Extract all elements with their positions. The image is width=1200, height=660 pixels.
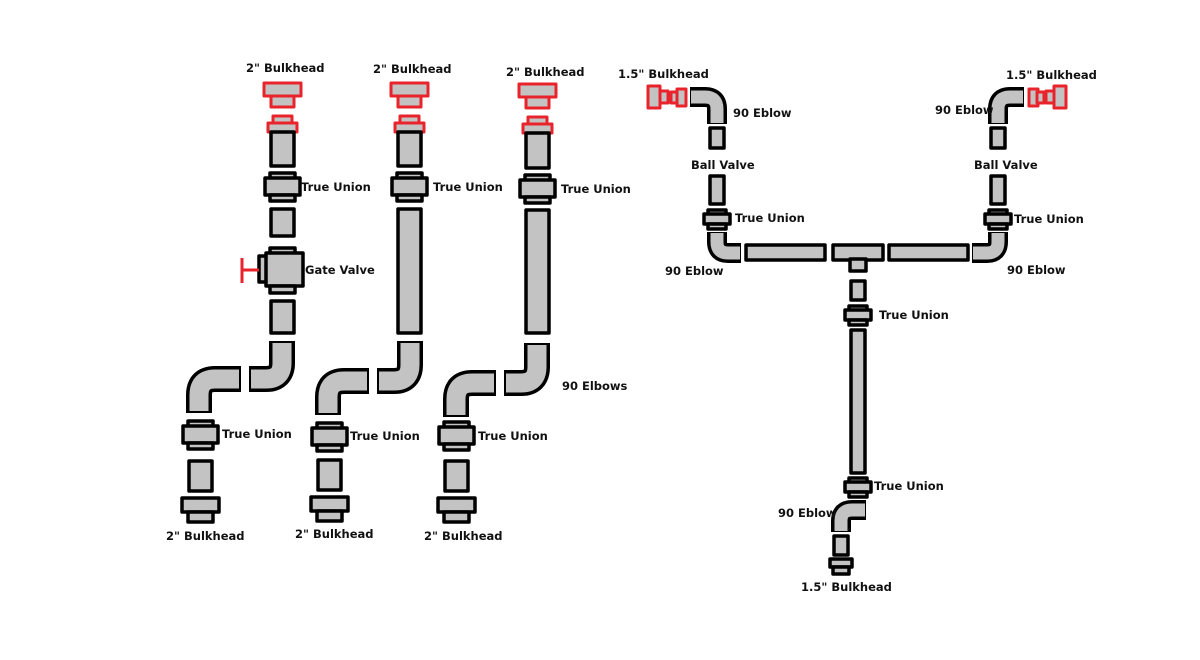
right-bulkhead-15 — [1027, 84, 1068, 110]
true-union-right — [983, 208, 1013, 231]
label-bottom-bulkhead-2: 2" Bulkhead — [295, 527, 374, 541]
top-bulkhead-3 — [517, 82, 558, 135]
label-ball-valve-left: Ball Valve — [691, 158, 755, 172]
label-top-bulkhead-2: 2" Bulkhead — [373, 62, 452, 76]
label-ball-valve-right: Ball Valve — [974, 158, 1038, 172]
pipe-segment — [269, 299, 296, 335]
label-bottom-bulkhead-1: 2" Bulkhead — [166, 529, 245, 543]
true-union-3b — [437, 420, 476, 452]
valve-handle-icon — [240, 258, 259, 283]
label-true-union-left: True Union — [735, 211, 805, 225]
label-true-union-2b: True Union — [350, 429, 420, 443]
bottom-bulkhead-2 — [309, 495, 350, 523]
pipe-segment — [849, 279, 867, 302]
true-union-3a — [518, 173, 557, 205]
label-bottom-bulkhead-3: 2" Bulkhead — [424, 529, 503, 543]
pipe-segment — [269, 130, 296, 168]
line-1-with-gate-valve — [180, 81, 305, 524]
bottom-bulkhead-15 — [828, 557, 854, 576]
pipe-segment — [849, 328, 867, 475]
elbow-pair-2 — [315, 341, 423, 415]
pipe-segment — [887, 243, 970, 262]
label-90-elbows: 90 Elbows — [562, 379, 628, 393]
label-true-union-1a: True Union — [301, 180, 371, 194]
label-eblow-bottom-left: 90 Eblow — [665, 264, 724, 278]
pipe-segment — [187, 459, 214, 493]
bottom-bulkhead-3 — [436, 496, 477, 524]
label-true-union-3a: True Union — [561, 182, 631, 196]
left-bulkhead-15 — [646, 84, 688, 110]
label-gate-valve: Gate Valve — [305, 263, 375, 277]
pipe-segment — [744, 243, 827, 262]
pipe-segment — [396, 207, 423, 335]
true-union-center-b — [843, 476, 873, 499]
label-true-union-center-a: True Union — [879, 308, 949, 322]
label-right-bulkhead-15: 1.5" Bulkhead — [1006, 68, 1097, 82]
line-3 — [436, 82, 558, 524]
pipe-segment — [269, 207, 296, 238]
label-true-union-3b: True Union — [478, 429, 548, 443]
true-union-2a — [390, 171, 429, 203]
label-true-union-2a: True Union — [433, 180, 503, 194]
top-bulkhead-1 — [262, 81, 303, 134]
pipe-segment — [396, 130, 423, 168]
elbow-pair-3 — [443, 343, 550, 417]
bottom-bulkhead-1 — [180, 496, 221, 524]
label-true-union-right: True Union — [1014, 212, 1084, 226]
pipe-segment — [708, 126, 726, 150]
pipe-segment — [989, 174, 1007, 206]
pipe-segment — [524, 131, 551, 170]
label-left-bulkhead-15: 1.5" Bulkhead — [618, 67, 709, 81]
label-true-union-1b: True Union — [222, 427, 292, 441]
label-eblow-top-right: 90 Eblow — [935, 103, 994, 117]
tee-fitting — [831, 243, 885, 273]
label-true-union-center-b: True Union — [874, 479, 944, 493]
labels: 2" Bulkhead 2" Bulkhead 2" Bulkhead True… — [166, 61, 1097, 594]
gate-valve — [257, 246, 305, 295]
pipe-segment — [708, 174, 726, 206]
true-union-left — [702, 208, 732, 231]
true-union-2b — [310, 421, 349, 453]
pipe-segment — [989, 126, 1007, 150]
label-top-bulkhead-3: 2" Bulkhead — [506, 65, 585, 79]
label-eblow-bottom-right: 90 Eblow — [1007, 263, 1066, 277]
true-union-1b — [181, 419, 220, 451]
line-2 — [309, 81, 430, 523]
true-union-center-a — [843, 304, 873, 327]
top-bulkhead-2 — [389, 81, 430, 134]
manifold-assembly — [646, 84, 1068, 576]
label-top-bulkhead-1: 2" Bulkhead — [246, 61, 325, 75]
label-eblow-top-left: 90 Eblow — [733, 106, 792, 120]
true-union-1a — [263, 171, 302, 203]
label-eblow-bottom-center: 90 Eblow — [778, 506, 837, 520]
pipe-segment — [443, 459, 470, 493]
elbow-pair-1 — [186, 341, 295, 413]
pipe-segment — [832, 534, 850, 557]
label-bottom-bulkhead-15: 1.5" Bulkhead — [801, 580, 892, 594]
pipe-segment — [524, 208, 551, 335]
pipe-segment — [316, 458, 343, 492]
